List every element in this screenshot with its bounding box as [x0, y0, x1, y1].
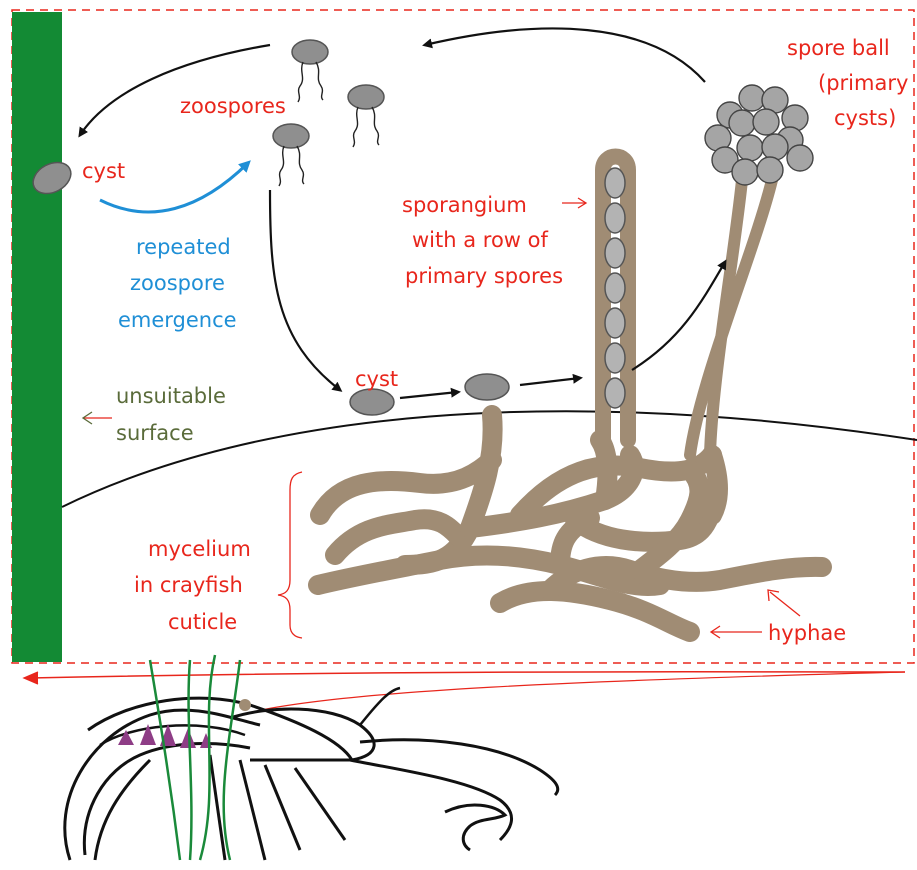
cyst-bottom-2 — [465, 374, 509, 400]
infection-spot — [239, 699, 251, 711]
zoom-arrow-line — [30, 672, 905, 678]
arrow-cyst-to-cyst — [400, 392, 458, 398]
cyst-bottom-1 — [350, 389, 394, 415]
label-repeated-1: repeated — [136, 235, 231, 259]
mycelium-hyphae — [318, 415, 822, 632]
label-sporangium-3: primary spores — [405, 264, 563, 288]
zoospore-3 — [273, 124, 309, 186]
label-spore-ball-1: spore ball — [787, 36, 890, 60]
arrow-zoospores-to-cyst — [80, 45, 270, 135]
label-repeated-2: zoospore — [130, 271, 225, 295]
water-weed — [150, 655, 240, 860]
label-spore-ball-3: cysts) — [834, 106, 896, 130]
zoospore-2 — [348, 85, 384, 147]
label-hyphae: hyphae — [768, 621, 846, 645]
spore-ball — [705, 85, 813, 185]
label-mycelium-2: in crayfish — [134, 573, 243, 597]
zoom-arrow-head — [24, 672, 38, 684]
label-repeated-3: emergence — [118, 308, 237, 332]
mycelium-brace — [278, 472, 302, 638]
crayfish — [65, 688, 558, 860]
label-unsuitable-2: surface — [116, 421, 194, 445]
unsuitable-surface-bar — [12, 12, 62, 662]
label-cyst-left: cyst — [82, 159, 125, 183]
label-mycelium-1: mycelium — [148, 537, 251, 561]
sporangium — [603, 157, 628, 441]
label-sporangium-2: with a row of — [412, 228, 548, 252]
arrow-ball-to-zoospores — [425, 28, 705, 82]
zoom-source-line — [240, 672, 905, 715]
arrow-cyst-to-sporangium — [520, 378, 580, 385]
label-sporangium-1: sporangium — [402, 193, 527, 217]
pointer-hyphae-upper — [770, 592, 800, 616]
label-zoospores: zoospores — [180, 94, 286, 118]
label-cyst-bottom: cyst — [355, 367, 398, 391]
zoospore-1 — [292, 40, 328, 102]
label-spore-ball-2: (primary — [818, 71, 908, 95]
spore-ball-stalk — [690, 180, 772, 455]
label-unsuitable-1: unsuitable — [116, 384, 226, 408]
label-mycelium-3: cuticle — [168, 610, 237, 634]
arrow-zoospore-to-cyst — [270, 190, 340, 390]
